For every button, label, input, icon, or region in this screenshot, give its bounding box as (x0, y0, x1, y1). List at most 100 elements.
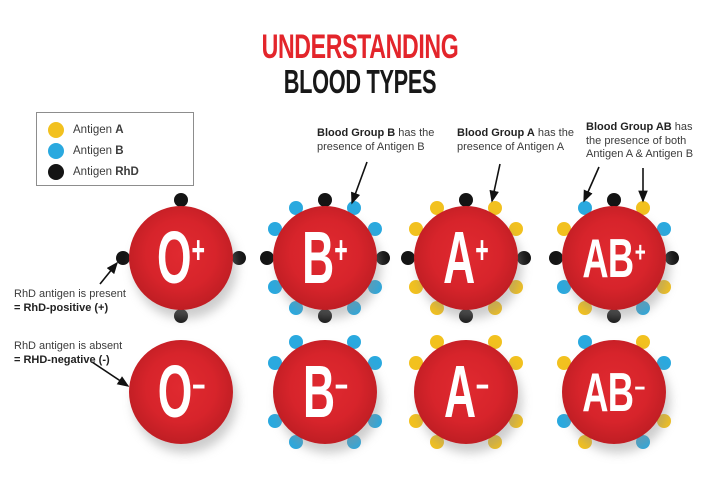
callout-rhd-positive: RhD antigen is present = RhD-positive (+… (14, 288, 136, 315)
antigen-dot-A (408, 280, 423, 294)
blood-type-label: A– (443, 350, 489, 433)
blood-type-circle-Opos: O+ (129, 206, 233, 310)
antigen-dot-B (347, 435, 361, 450)
legend-label-prefix: Antigen (73, 166, 116, 178)
callout-rhd-negative: RhD antigen is absent = RHD-negative (-) (14, 340, 136, 367)
blood-type-circle-ABpos: AB+ (562, 206, 666, 310)
antigen-dot-RhD (174, 309, 188, 323)
blood-type-sign: + (475, 229, 489, 272)
antigen-dot-B (347, 301, 361, 316)
blood-type-circle-Apos: A+ (414, 206, 518, 310)
antigen-dot-B (368, 414, 383, 428)
antigen-dot-A (430, 301, 444, 316)
antigen-dot-B (556, 414, 571, 428)
callout-rest-text: has the presence of both Antigen A & Ant… (586, 121, 694, 160)
antigen-dot-RhD (376, 251, 390, 265)
antigen-b-dot-icon (48, 143, 64, 159)
callout-blood-group-ab: Blood Group AB has the presence of both … (586, 121, 702, 162)
blood-type-label: AB– (582, 360, 646, 423)
antigen-dot-B (636, 435, 650, 450)
antigen-dot-B (368, 280, 383, 294)
antigen-dot-A (509, 222, 524, 236)
antigen-dot-B (556, 280, 571, 294)
antigen-dot-RhD (174, 193, 188, 207)
antigen-dot-A (488, 301, 502, 316)
callout-bold-text: Blood Group A (457, 127, 535, 139)
antigen-dot-B (657, 222, 672, 236)
antigen-dot-A (509, 414, 524, 428)
callout-bold-text: Blood Group B (317, 127, 396, 139)
antigen-dot-A (636, 200, 650, 215)
blood-type-circle-Bneg: B– (273, 340, 377, 444)
blood-type-sign: – (475, 363, 489, 406)
antigen-dot-A (578, 301, 592, 316)
antigen-dot-RhD (607, 193, 621, 207)
antigen-dot-RhD (318, 309, 332, 323)
blood-type-circle-Bpos: B+ (273, 206, 377, 310)
legend-label-prefix: Antigen (73, 145, 116, 157)
blood-type-label: B– (302, 350, 348, 433)
antigen-dot-RhD (549, 251, 563, 265)
antigen-dot-A (430, 435, 444, 450)
antigen-dot-B (267, 280, 282, 294)
blood-type-circle-ABneg: AB– (562, 340, 666, 444)
blood-type-sign: – (634, 370, 646, 403)
antigen-rhd-dot-icon (48, 164, 64, 180)
legend-label-bold: A (115, 124, 124, 136)
callout-line2: = RhD-positive (+) (14, 301, 109, 314)
blood-type-sign: + (334, 229, 348, 272)
antigen-dot-A (488, 334, 502, 349)
antigen-dot-B (289, 301, 303, 316)
blood-type-sign: + (634, 236, 646, 269)
legend-label-bold: B (115, 145, 124, 157)
callout-rest-text: has the presence of Antigen B (317, 127, 435, 153)
blood-type-label: O+ (156, 216, 206, 299)
antigen-dot-A (509, 356, 524, 370)
blood-type-label: B+ (302, 216, 348, 299)
blood-type-circle-Aneg: A– (414, 340, 518, 444)
antigen-dot-A (488, 435, 502, 450)
antigen-dot-B (368, 222, 383, 236)
antigen-dot-A (408, 414, 423, 428)
antigen-dot-A (636, 334, 650, 349)
blood-type-sign: + (191, 229, 206, 272)
arrow-rhd-present (99, 261, 119, 285)
callout-line2: = RHD-negative (-) (14, 353, 110, 366)
antigen-dot-RhD (260, 251, 274, 265)
legend-label-bold: RhD (115, 166, 139, 178)
callout-line1: RhD antigen is absent (14, 340, 123, 352)
legend-item-antigen-b: Antigen B (48, 141, 193, 161)
antigen-dot-A (657, 414, 672, 428)
antigen-dot-RhD (459, 309, 473, 323)
legend-item-antigen-a: Antigen A (48, 120, 193, 140)
callout-blood-group-b: Blood Group B has the presence of Antige… (317, 127, 457, 154)
arrow-group-a (489, 163, 501, 203)
arrow-group-b (351, 161, 368, 205)
antigen-dot-RhD (318, 193, 332, 207)
blood-type-sign: – (191, 363, 205, 406)
title-line1: UNDERSTANDING (261, 28, 459, 66)
callout-rest-text: has the presence of Antigen A (457, 127, 574, 153)
antigen-dot-RhD (459, 193, 473, 207)
antigen-dot-A (488, 200, 502, 215)
antigen-dot-RhD (665, 251, 679, 265)
antigen-dot-B (289, 435, 303, 450)
callout-blood-group-a: Blood Group A has the presence of Antige… (457, 127, 597, 154)
antigen-dot-A (509, 280, 524, 294)
callout-line1: RhD antigen is present (14, 288, 126, 300)
callout-bold-text: Blood Group AB (586, 121, 672, 133)
antigen-dot-RhD (607, 309, 621, 323)
arrow-group-ab-left (583, 166, 600, 203)
page-title: UNDERSTANDING BLOOD TYPES (0, 30, 720, 98)
antigen-dot-RhD (401, 251, 415, 265)
antigen-a-dot-icon (48, 122, 64, 138)
antigen-dot-RhD (116, 251, 130, 265)
blood-type-circle-Oneg: O– (129, 340, 233, 444)
blood-type-label: A+ (443, 216, 489, 299)
antigen-dot-A (578, 435, 592, 450)
legend-item-antigen-rhd: Antigen RhD (48, 162, 193, 182)
antigen-dot-RhD (517, 251, 531, 265)
antigen-legend: Antigen A Antigen B Antigen RhD (36, 112, 194, 186)
antigen-dot-B (267, 414, 282, 428)
antigen-dot-B (347, 334, 361, 349)
